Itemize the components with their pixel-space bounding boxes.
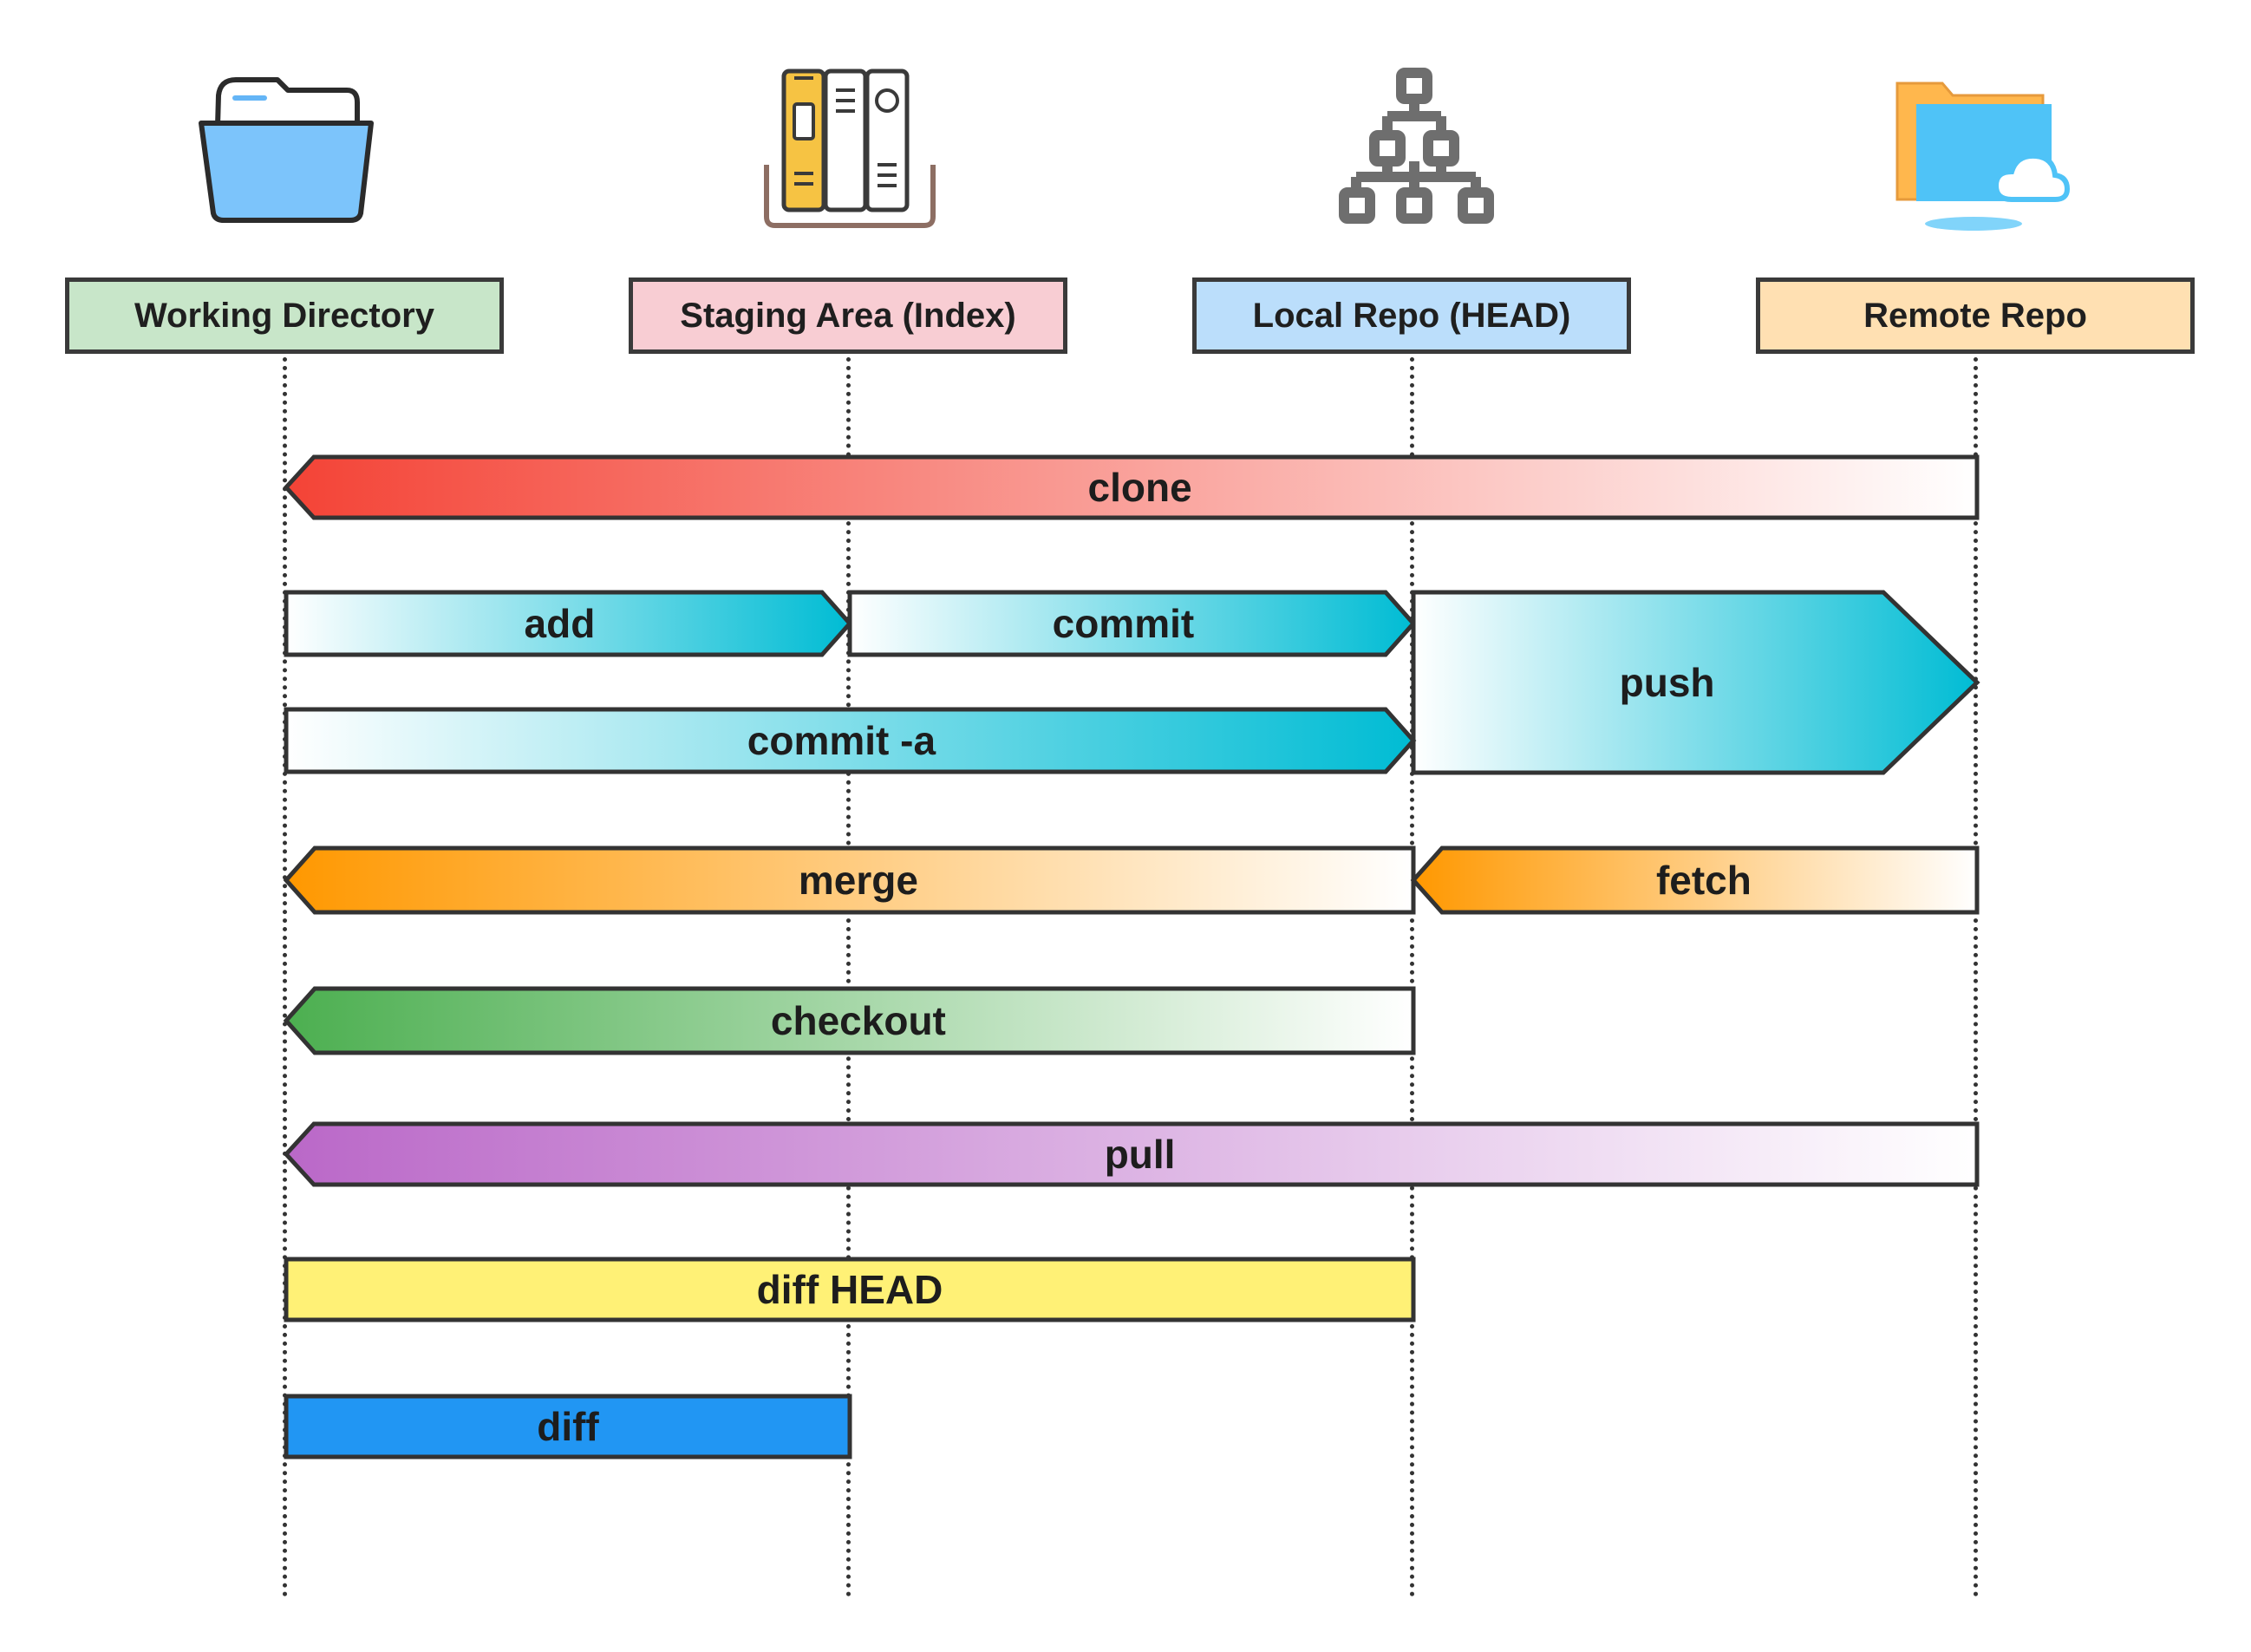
fetch-arrow-shape bbox=[1410, 846, 1980, 915]
commit-arrow: commit bbox=[847, 590, 1417, 657]
commit-arrow-shape bbox=[847, 590, 1417, 657]
pull-arrow-body bbox=[283, 1121, 1980, 1187]
fetch-arrow-body bbox=[1410, 846, 1980, 915]
diff-label: diff bbox=[537, 1404, 599, 1449]
pull-arrow-shape bbox=[283, 1121, 1980, 1187]
lifeline-local bbox=[1410, 357, 1414, 1597]
checkout-arrow-shape bbox=[283, 986, 1416, 1055]
diff-bar: diff bbox=[284, 1394, 852, 1459]
hierarchy-icon bbox=[1318, 61, 1509, 234]
clone-arrow-body bbox=[283, 454, 1980, 520]
checkout-arrow: checkout bbox=[283, 986, 1416, 1055]
add-arrow: add bbox=[284, 590, 853, 657]
merge-label: merge bbox=[798, 858, 918, 903]
diff-head-label: diff HEAD bbox=[756, 1267, 943, 1312]
add-arrow-body bbox=[284, 590, 853, 657]
clone-arrow: clone bbox=[283, 454, 1980, 520]
stage-label-text: Working Directory bbox=[134, 296, 434, 335]
pull-label: pull bbox=[1104, 1132, 1176, 1177]
stage-label-working: Working Directory bbox=[65, 278, 504, 354]
commit-a-arrow-body bbox=[284, 707, 1417, 774]
fetch-label: fetch bbox=[1655, 858, 1752, 903]
stage-label-local: Local Repo (HEAD) bbox=[1192, 278, 1631, 354]
diff-head-bar: diff HEAD bbox=[284, 1257, 1416, 1322]
cloud-folder-icon bbox=[1882, 61, 2072, 234]
clone-label: clone bbox=[1087, 465, 1192, 510]
diff-head-bar-shape bbox=[284, 1257, 1416, 1322]
clone-arrow-shape bbox=[283, 454, 1980, 520]
commit-a-arrow: commit -a bbox=[284, 707, 1417, 774]
merge-arrow-body bbox=[283, 846, 1416, 915]
lifeline-remote bbox=[1974, 357, 1978, 1597]
push-arrow: push bbox=[1411, 590, 1980, 775]
stage-label-text: Local Repo (HEAD) bbox=[1252, 296, 1571, 335]
stage-label-text: Remote Repo bbox=[1863, 296, 2087, 335]
commit-arrow-body bbox=[847, 590, 1417, 657]
add-arrow-shape bbox=[284, 590, 853, 657]
lifeline-staging bbox=[846, 357, 851, 1597]
folder-icon bbox=[191, 61, 382, 234]
diff-head-arrow-body bbox=[284, 1257, 1416, 1322]
merge-arrow-shape bbox=[283, 846, 1416, 915]
stage-label-staging: Staging Area (Index) bbox=[629, 278, 1067, 354]
push-label: push bbox=[1619, 660, 1715, 705]
lifeline-working bbox=[283, 357, 287, 1597]
commit-label: commit bbox=[1052, 601, 1195, 646]
pull-arrow: pull bbox=[283, 1121, 1980, 1187]
stage-label-text: Staging Area (Index) bbox=[680, 296, 1016, 335]
commit-a-label: commit -a bbox=[747, 718, 936, 763]
fetch-arrow: fetch bbox=[1410, 846, 1980, 915]
commit-a-arrow-shape bbox=[284, 707, 1417, 774]
binders-icon bbox=[754, 61, 945, 234]
merge-arrow: merge bbox=[283, 846, 1416, 915]
diff-bar-shape bbox=[284, 1394, 852, 1459]
add-label: add bbox=[524, 601, 596, 646]
checkout-arrow-body bbox=[283, 986, 1416, 1055]
diff-arrow-body bbox=[284, 1394, 852, 1459]
stage-label-remote: Remote Repo bbox=[1756, 278, 2195, 354]
checkout-label: checkout bbox=[770, 998, 946, 1043]
